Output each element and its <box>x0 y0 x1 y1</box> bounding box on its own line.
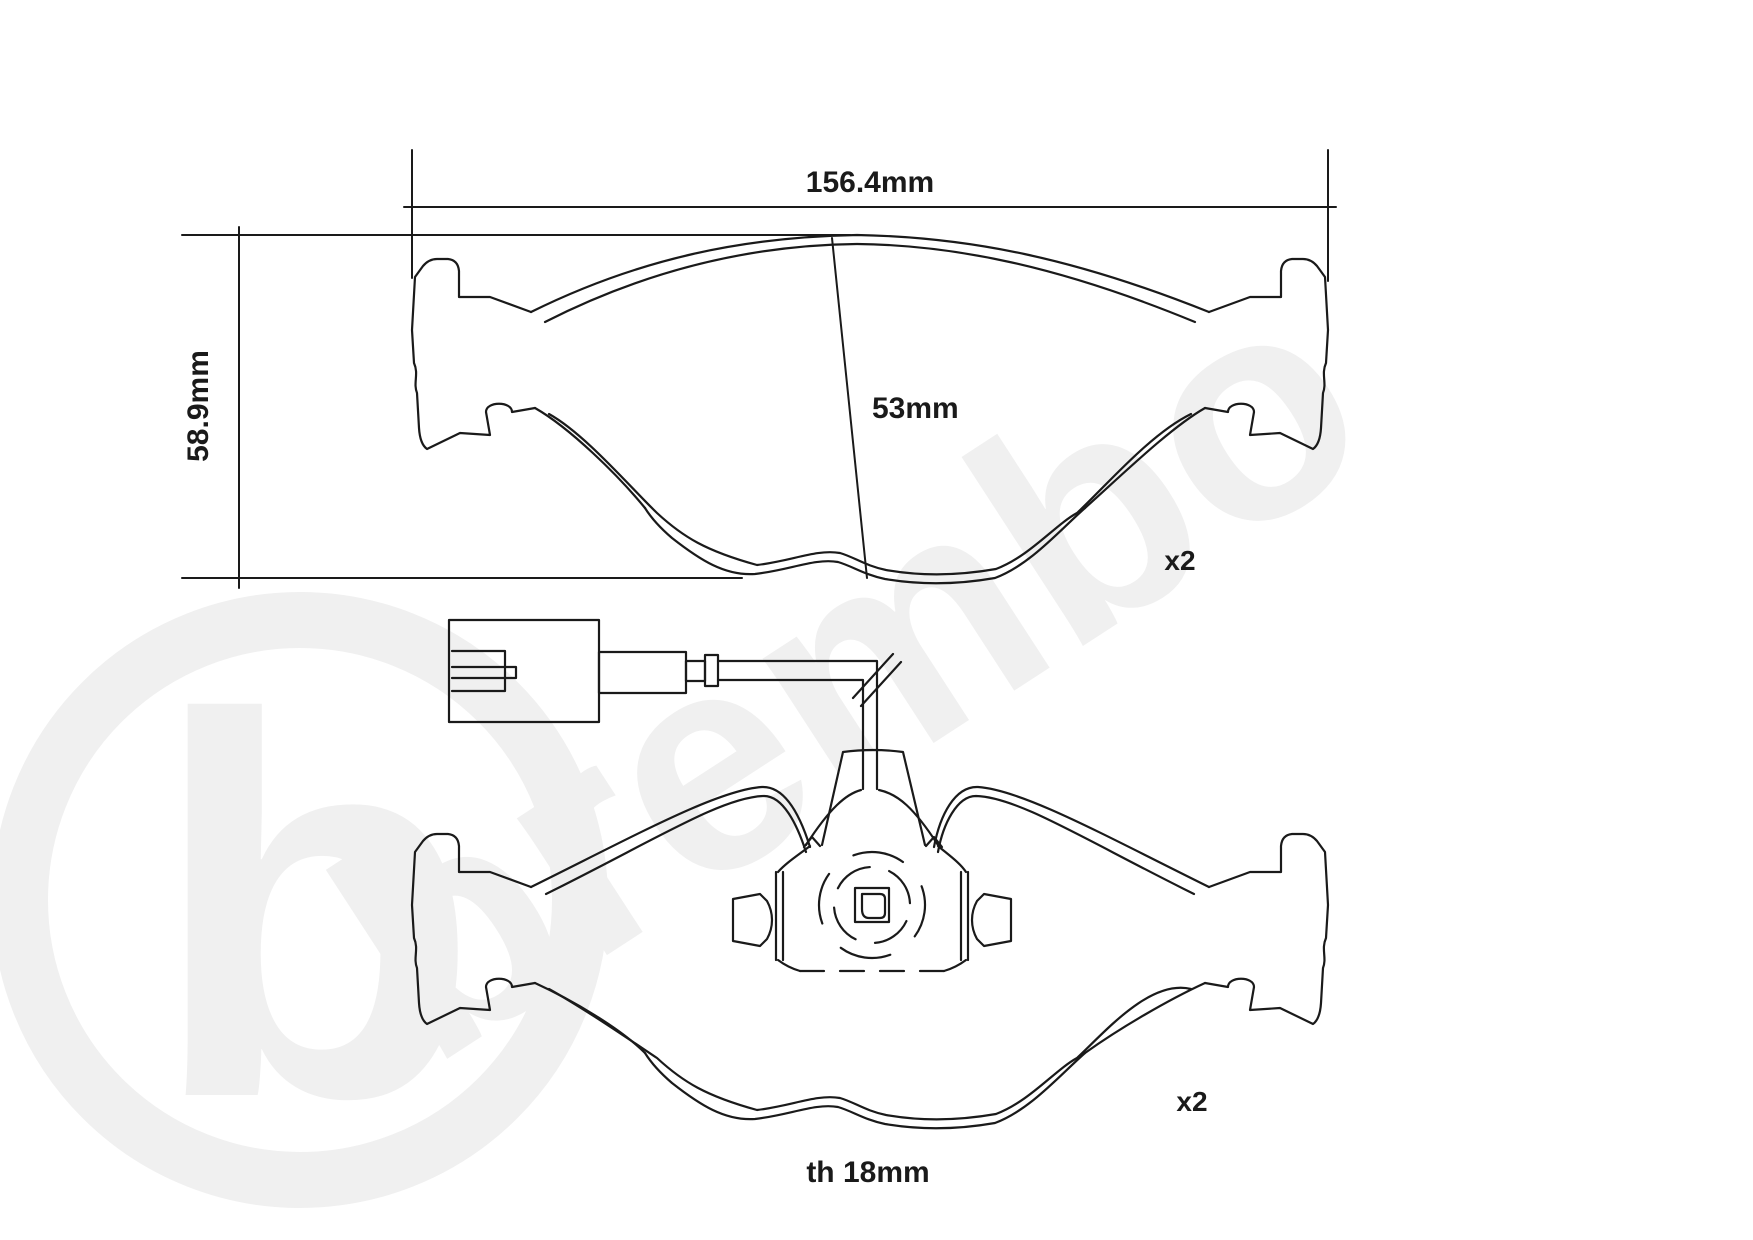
sensor-wire-guide-right <box>877 788 940 847</box>
brembo-logo-ring <box>0 592 608 1208</box>
friction-outline-back <box>547 986 1193 1121</box>
back-view <box>410 748 1330 1130</box>
sensor-arc-ring-outer <box>817 850 927 960</box>
backplate-left-ear-front <box>410 257 537 451</box>
sensor-body-top-edges <box>776 844 968 874</box>
backplate-right-taper-back <box>1083 981 1207 1055</box>
cable-break-symbol <box>851 652 903 708</box>
pad-height-dimension-label: 53mm <box>872 392 959 425</box>
back-quantity-label: x2 <box>1176 1086 1207 1117</box>
backplate-right-ear-back <box>1203 832 1330 1026</box>
sensor-mount-tower <box>820 748 927 847</box>
backplate-left-taper-front <box>533 406 647 510</box>
pad-height-reference-line <box>831 237 868 579</box>
backplate-top-hump-right-back <box>932 785 1211 889</box>
sensor-wing-left <box>731 892 774 948</box>
cable-through-mount <box>861 750 879 791</box>
sensor-mount-mask <box>822 752 925 845</box>
brembo-logo-letter: b <box>150 607 480 1210</box>
backplate-top-hump-left-back <box>529 785 812 889</box>
height-dimension-label: 58.9mm <box>182 350 215 462</box>
sensor-center-inner-shape <box>860 892 887 920</box>
sensor-center-square <box>853 886 891 924</box>
sensor-wing-right <box>970 892 1013 948</box>
wear-sensor-assembly <box>731 844 1013 973</box>
friction-hump-right-back <box>936 794 1196 896</box>
sensor-wire-guide-left <box>804 788 863 847</box>
dimension-annotations <box>181 149 1337 589</box>
front-view <box>410 233 1330 585</box>
sensor-arc-ring-inner <box>832 865 912 945</box>
friction-top-arc-front <box>543 242 1197 324</box>
brembo-watermark: b brembo <box>0 215 1419 1210</box>
cable-collar <box>703 653 720 688</box>
front-quantity-label: x2 <box>1164 545 1195 576</box>
sensor-endcap-lines <box>774 870 970 962</box>
width-dimension-label: 156.4mm <box>806 166 934 199</box>
sensor-body-bottom-edges <box>776 958 968 973</box>
connector-terminals <box>450 649 518 693</box>
friction-hump-left-back <box>544 794 808 896</box>
backplate-right-taper-front <box>1083 406 1207 510</box>
friction-outline-front <box>547 412 1193 576</box>
backplate-bottom-wave-front <box>643 506 1087 585</box>
backplate-bottom-wave-back <box>643 1051 1087 1130</box>
backplate-top-arc-front <box>529 233 1211 314</box>
thickness-label: th 18mm <box>806 1156 929 1189</box>
